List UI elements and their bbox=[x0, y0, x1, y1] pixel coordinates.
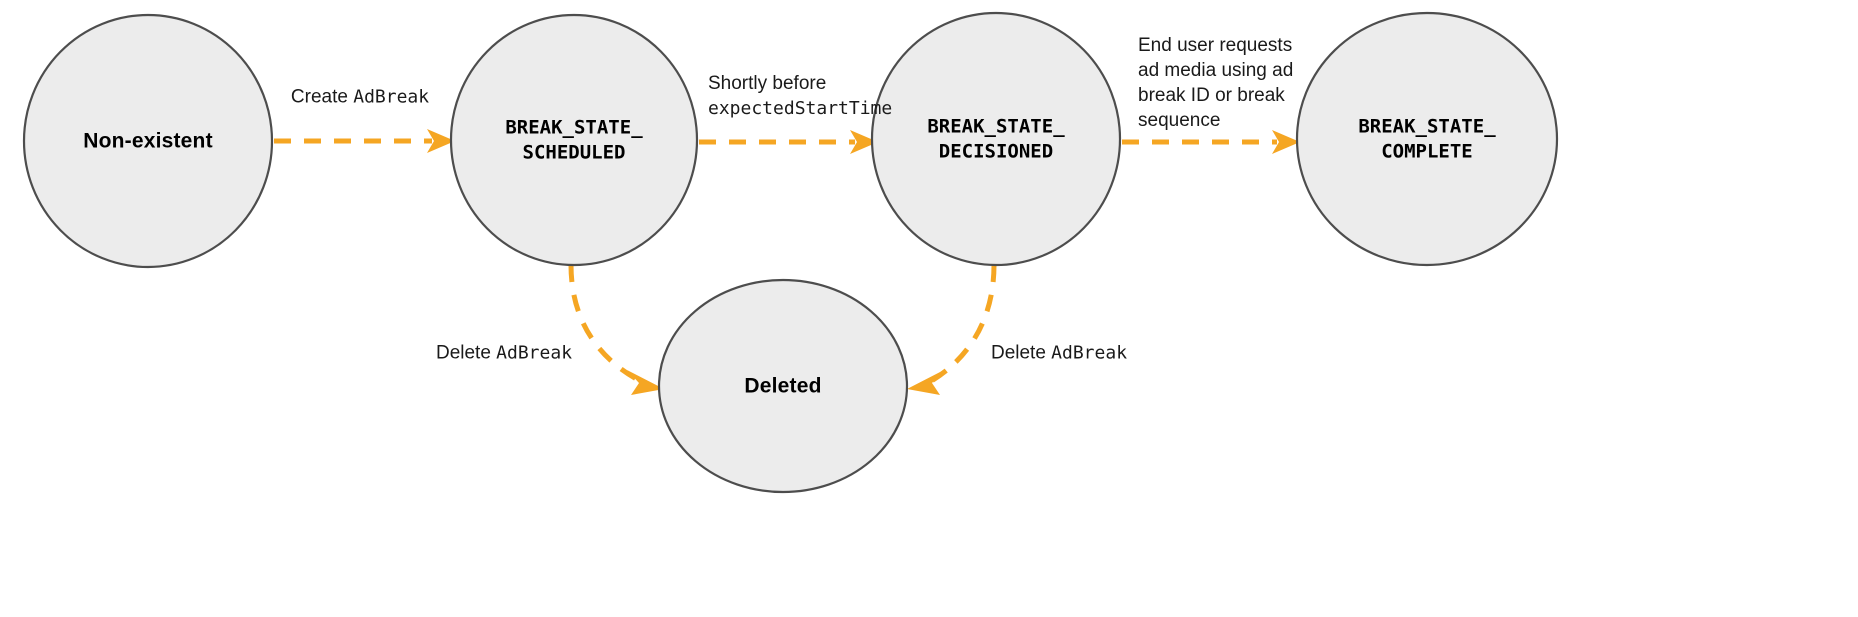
node-non-existent[interactable] bbox=[22, 13, 274, 269]
edge-end-user-requests-ad-media bbox=[1122, 130, 1300, 154]
node-break-state-complete[interactable] bbox=[1295, 11, 1559, 267]
edge-line bbox=[568, 264, 646, 386]
node-break-state-decisioned[interactable] bbox=[870, 11, 1122, 267]
edge-delete-adbreak-from-scheduled bbox=[568, 264, 664, 395]
arrowhead-icon bbox=[907, 370, 944, 395]
edge-delete-adbreak-from-decisioned bbox=[907, 264, 997, 395]
node-break-state-scheduled[interactable] bbox=[449, 13, 699, 267]
edge-line bbox=[926, 264, 997, 386]
arrowhead-icon bbox=[1272, 130, 1300, 154]
arrowhead-icon bbox=[850, 130, 878, 154]
edge-create-adbreak bbox=[274, 129, 455, 153]
edge-shortly-before-expected-start-time bbox=[699, 130, 878, 154]
arrowhead-icon bbox=[427, 129, 455, 153]
node-deleted[interactable] bbox=[657, 278, 909, 494]
arrowhead-icon bbox=[627, 370, 664, 395]
